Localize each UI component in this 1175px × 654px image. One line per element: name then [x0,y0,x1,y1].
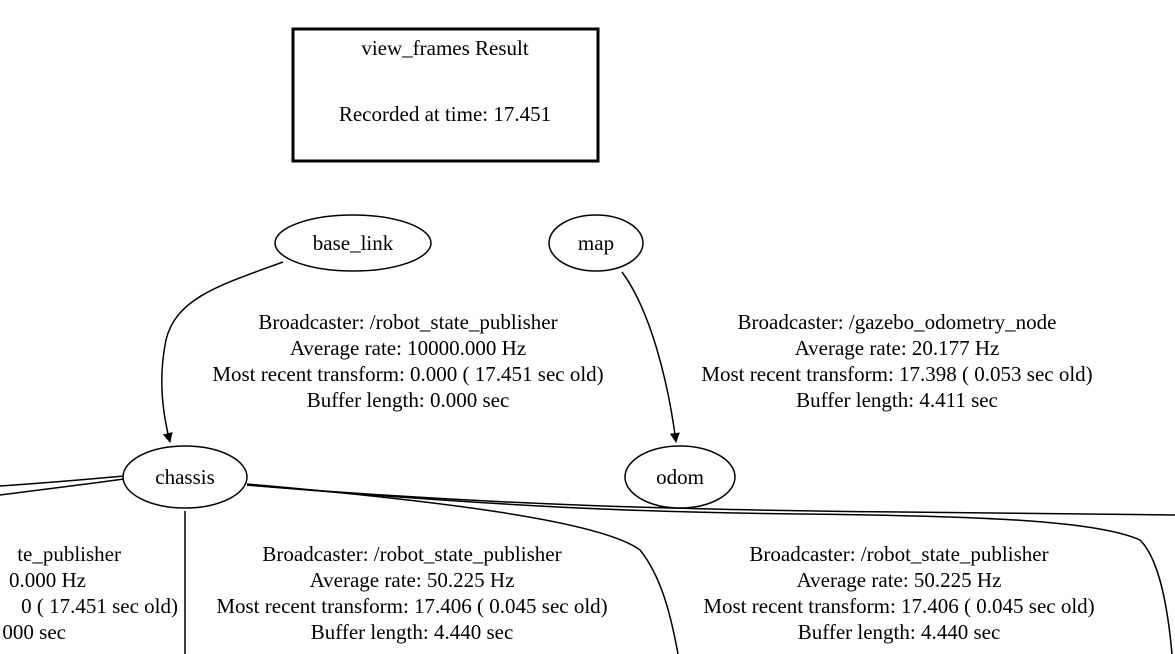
recent-transform-text: Most recent transform: 17.406 ( 0.045 se… [216,594,607,618]
node-map-label: map [578,231,614,255]
node-chassis-label: chassis [155,465,215,489]
node-odom-label: odom [656,465,704,489]
edge-label-chassis-left: te_publisher 0.000 Hz 0 ( 17.451 sec old… [2,542,178,644]
edge-chassis-left-1 [0,475,125,487]
buffer-length-text: Buffer length: 4.440 sec [798,620,1001,644]
buffer-length-text: Buffer length: 4.411 sec [796,388,998,412]
buffer-length-text: Buffer length: 4.440 sec [311,620,514,644]
rate-text: 0.000 Hz [9,568,86,592]
edge-chassis-right [246,484,1173,654]
edges [0,261,1175,654]
edge-chassis-far-right [246,484,1175,516]
edge-chassis-mid [246,483,679,654]
edge-base-link-to-chassis [161,261,284,443]
recorded-time-text: Recorded at time: 17.451 [339,102,551,126]
node-base-link: base_link [274,214,432,272]
rate-text: Average rate: 20.177 Hz [795,336,1000,360]
broadcaster-text: Broadcaster: /robot_state_publisher [258,310,557,334]
broadcaster-text: te_publisher [17,542,121,566]
title-box: view_frames Result Recorded at time: 17.… [291,27,600,163]
buffer-length-text: Buffer length: 0.000 sec [307,388,510,412]
rate-text: Average rate: 50.225 Hz [310,568,515,592]
recent-transform-text: 0 ( 17.451 sec old) [21,594,178,618]
node-odom: odom [624,445,736,509]
edge-label-chassis-mid: Broadcaster: /robot_state_publisher Aver… [216,542,607,644]
node-chassis: chassis [122,445,248,509]
edge-label-chassis-right: Broadcaster: /robot_state_publisher Aver… [703,542,1094,644]
title-text: view_frames Result [361,36,529,60]
broadcaster-text: Broadcaster: /robot_state_publisher [749,542,1048,566]
edge-label-map-odom: Broadcaster: /gazebo_odometry_node Avera… [701,310,1092,412]
rate-text: Average rate: 50.225 Hz [797,568,1002,592]
edge-label-base-link-chassis: Broadcaster: /robot_state_publisher Aver… [212,310,603,412]
node-base-link-label: base_link [313,231,394,255]
recent-transform-text: Most recent transform: 17.406 ( 0.045 se… [703,594,1094,618]
broadcaster-text: Broadcaster: /gazebo_odometry_node [738,310,1057,334]
edge-chassis-left-2 [0,478,125,496]
edge-map-to-odom [621,271,680,443]
buffer-length-text: 000 sec [2,620,66,644]
broadcaster-text: Broadcaster: /robot_state_publisher [262,542,561,566]
node-map: map [548,214,644,272]
rate-text: Average rate: 10000.000 Hz [290,336,526,360]
recent-transform-text: Most recent transform: 17.398 ( 0.053 se… [701,362,1092,386]
recent-transform-text: Most recent transform: 0.000 ( 17.451 se… [212,362,603,386]
